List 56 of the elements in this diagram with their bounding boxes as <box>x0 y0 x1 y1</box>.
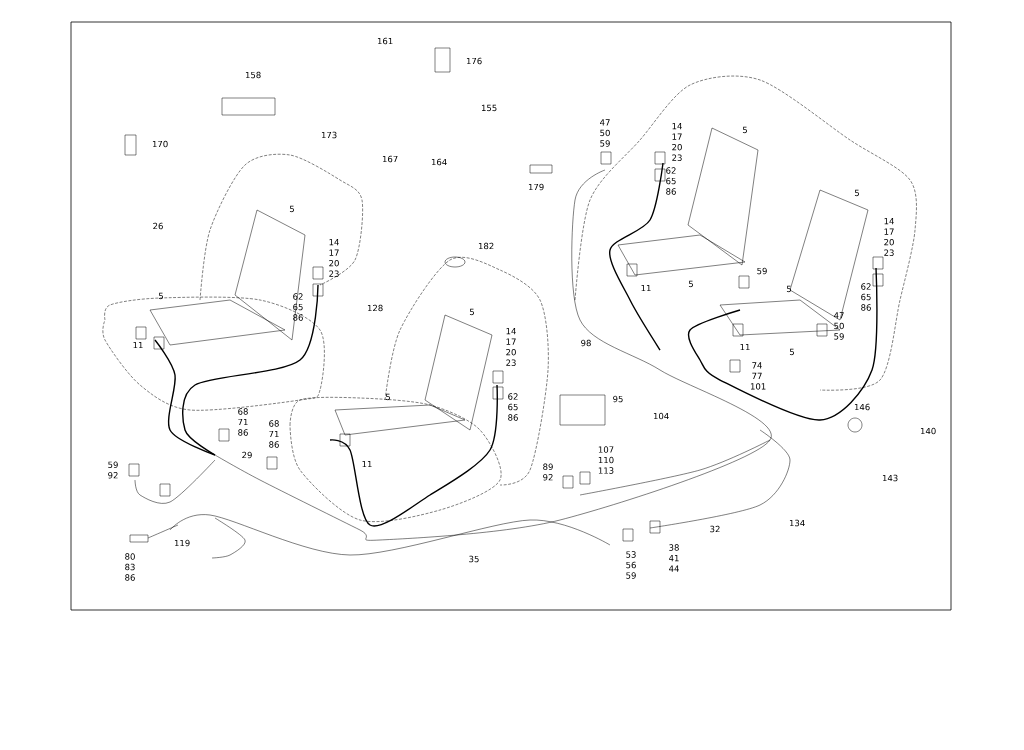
callout-number: 14 17 20 23 <box>506 328 516 366</box>
callout-number: 5 <box>854 189 859 197</box>
callout-number: 11 <box>641 284 651 292</box>
callout-number: 5 <box>742 126 747 134</box>
callout-number: 11 <box>133 341 143 349</box>
callout-number: 26 <box>153 222 163 230</box>
callout-number: 29 <box>242 451 252 459</box>
callout-number: 161 <box>377 37 393 45</box>
callout-number: 62 65 86 <box>861 283 871 311</box>
callout-number: 35 <box>469 555 479 563</box>
callout-number: 14 17 20 23 <box>884 218 894 256</box>
callout-number: 53 56 59 <box>626 551 636 579</box>
callout-number: 80 83 86 <box>125 553 135 581</box>
callout-number: 11 <box>740 343 750 351</box>
callout-number: 5 <box>786 285 791 293</box>
callout-number: 38 41 44 <box>669 544 679 572</box>
callout-number: 5 <box>158 292 163 300</box>
callout-number: 5 <box>789 348 794 356</box>
callout-number: 146 <box>854 403 870 411</box>
callout-number: 119 <box>174 539 190 547</box>
callout-number: 128 <box>367 304 383 312</box>
callout-number: 59 92 <box>108 461 118 479</box>
callout-number: 5 <box>688 280 693 288</box>
callout-number: 176 <box>466 57 482 65</box>
callout-number: 179 <box>528 183 544 191</box>
callout-number: 62 65 86 <box>508 393 518 421</box>
callout-number: 107 110 113 <box>598 446 614 474</box>
callout-number: 164 <box>431 158 447 166</box>
callout-number: 98 <box>581 339 591 347</box>
callout-number: 74 77 101 <box>750 362 766 390</box>
callout-number: 68 71 86 <box>238 408 248 436</box>
callout-number: 59 <box>757 267 767 275</box>
callout-number: 89 92 <box>543 463 553 481</box>
callout-number: 62 65 86 <box>293 293 303 321</box>
callout-number: 5 <box>289 205 294 213</box>
callout-number: 104 <box>653 412 669 420</box>
callout-number: 14 17 20 23 <box>329 239 339 277</box>
callout-number: 158 <box>245 71 261 79</box>
callout-number: 95 <box>613 395 623 403</box>
callout-number: 173 <box>321 131 337 139</box>
callout-number: 5 <box>385 393 390 401</box>
callout-number: 47 50 59 <box>600 119 610 147</box>
callout-number: 167 <box>382 155 398 163</box>
callout-number: 62 65 86 <box>666 167 676 195</box>
callout-number: 170 <box>152 140 168 148</box>
callout-number: 134 <box>789 519 805 527</box>
callout-number: 14 17 20 23 <box>672 123 682 161</box>
callout-number: 11 <box>362 460 372 468</box>
callout-number: 32 <box>710 525 720 533</box>
callout-number: 182 <box>478 242 494 250</box>
callout-number: 155 <box>481 104 497 112</box>
callout-number: 68 71 86 <box>269 420 279 448</box>
callout-number: 140 <box>920 427 936 435</box>
callout-number: 5 <box>469 308 474 316</box>
callout-number: 47 50 59 <box>834 312 844 340</box>
callout-number: 143 <box>882 474 898 482</box>
